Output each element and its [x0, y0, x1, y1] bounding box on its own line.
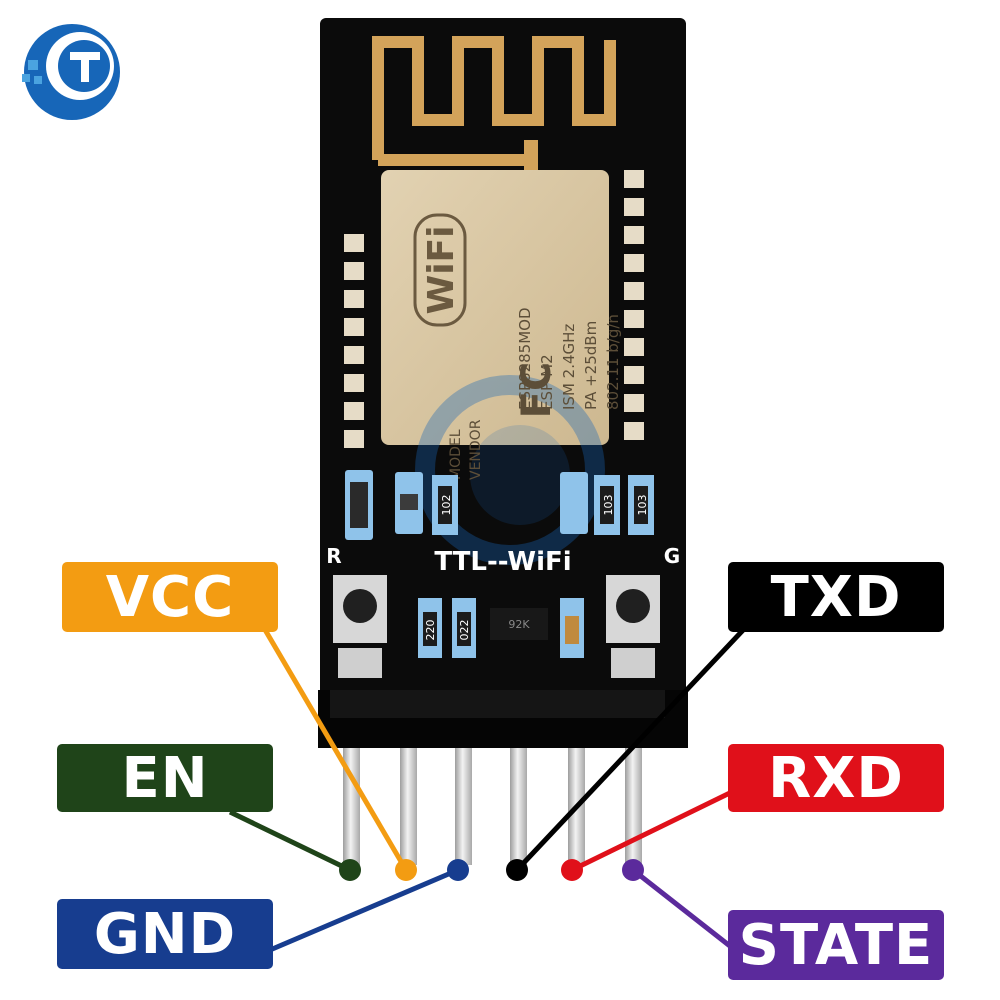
- left-pads: [344, 234, 364, 448]
- state-pin-dot: [622, 859, 644, 881]
- gpio-letter: G: [664, 544, 680, 568]
- smd-components: 102 103 103: [345, 470, 654, 540]
- gpio-button-switch: [606, 575, 660, 678]
- resistor-code: 022: [458, 620, 471, 641]
- silkscreen-title: TTL--WiFi: [434, 547, 571, 577]
- wifi-logo-text: WiFi: [421, 226, 462, 315]
- module-protocol: 802.11 b/g/n: [604, 314, 622, 410]
- pin-label-rxd: RXD: [728, 744, 944, 812]
- pin-label-state: STATE: [728, 910, 944, 980]
- watermark: [415, 375, 605, 565]
- txd-pin-dot: [506, 859, 528, 881]
- pin-label-en: EN: [57, 744, 273, 812]
- state-leader: [631, 868, 737, 952]
- pin-label-txd: TXD: [728, 562, 944, 632]
- module-ism: ISM 2.4GHz: [560, 324, 578, 410]
- resistor-code: 220: [424, 620, 437, 641]
- leader-lines: [228, 626, 747, 953]
- lower-components: 220 022 92K: [418, 598, 584, 658]
- txd-leader: [515, 626, 747, 872]
- vcc-leader: [261, 626, 409, 872]
- right-pads: [624, 170, 644, 440]
- pin-dots: [339, 859, 644, 881]
- brand-logo-icon: [22, 24, 120, 120]
- rf-shield: [381, 170, 609, 445]
- gnd-pin-dot: [447, 859, 469, 881]
- en-leader: [228, 809, 352, 873]
- antenna-trace: [372, 36, 616, 160]
- en-pin-dot: [339, 859, 361, 881]
- rxd-leader: [570, 785, 742, 873]
- pin-label-gnd: GND: [57, 899, 273, 969]
- fcc-logo-text: FC: [514, 362, 560, 419]
- resistor-code: 103: [636, 495, 649, 516]
- module-pa: PA +25dBm: [582, 321, 600, 410]
- module-vendor: VENDOR: [468, 419, 484, 480]
- reset-letter: R: [326, 544, 341, 568]
- rxd-pin-dot: [561, 859, 583, 881]
- vcc-pin-dot: [395, 859, 417, 881]
- chip-code: 92K: [508, 618, 530, 631]
- module-part-number: ESP8285MOD: [516, 307, 534, 410]
- header-housing: [330, 690, 665, 718]
- gnd-leader: [269, 867, 459, 953]
- pin-label-vcc: VCC: [62, 562, 278, 632]
- module-model: MODEL: [448, 429, 464, 480]
- resistor-code: 103: [602, 495, 615, 516]
- reset-button-switch: [333, 575, 387, 678]
- module-variant: ESP-M2: [538, 354, 556, 410]
- pcb: WiFi ESP8285MOD ESP-M2 ISM 2.4GHz PA +25…: [318, 18, 688, 748]
- resistor-code: 102: [440, 495, 453, 516]
